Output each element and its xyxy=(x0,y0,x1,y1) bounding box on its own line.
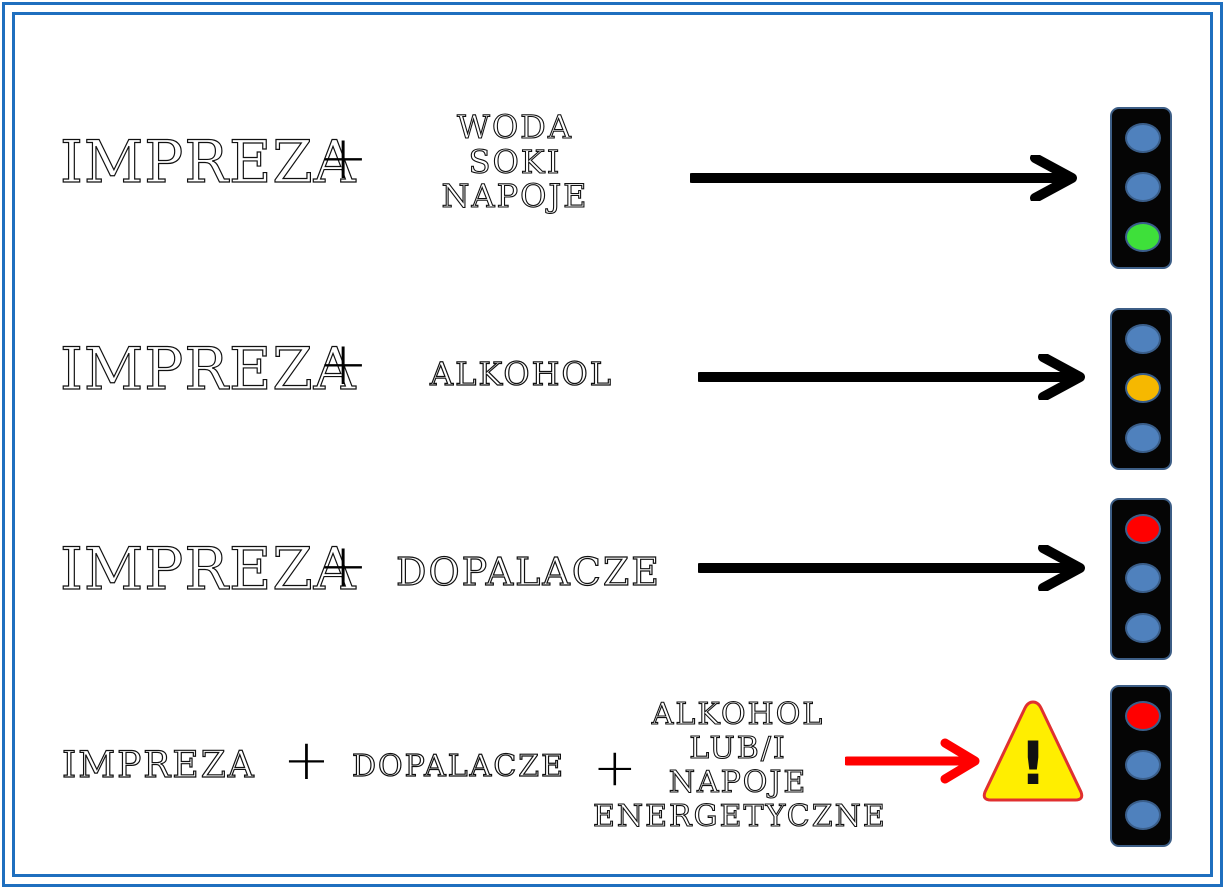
light-bulb-top xyxy=(1125,701,1161,731)
drink-item: ENERGETYCZNE xyxy=(592,798,887,834)
drink-item: ALKOHOL xyxy=(429,355,614,393)
plus-sign: + xyxy=(318,531,369,601)
light-bulb-top xyxy=(1125,123,1161,153)
light-bulb-bottom xyxy=(1125,222,1161,252)
light-bulb-top xyxy=(1125,324,1161,354)
drink-list: ALKOHOL LUB/I NAPOJE ENERGETYCZNE xyxy=(592,697,887,834)
traffic-light-icon xyxy=(1110,498,1172,660)
light-bulb-middle xyxy=(1125,750,1161,780)
drink-item: NAPOJE xyxy=(441,177,589,216)
light-bulb-middle xyxy=(1125,373,1161,403)
plus-sign: + xyxy=(318,329,369,399)
drink-item: NAPOJE xyxy=(668,764,808,800)
plus-sign: + xyxy=(593,738,637,798)
red-arrow-icon xyxy=(845,738,980,784)
arrow-icon xyxy=(698,545,1085,591)
traffic-light-icon xyxy=(1110,308,1172,470)
drink-item: DOPALACZE xyxy=(395,550,662,594)
drink-item: DOPALACZE xyxy=(351,749,566,784)
warning-icon: ! xyxy=(982,700,1084,802)
arrow-icon xyxy=(698,354,1085,400)
light-bulb-bottom xyxy=(1125,800,1161,830)
warning-symbol: ! xyxy=(1019,729,1046,799)
drink-list: WODA SOKI NAPOJE xyxy=(420,108,610,216)
party-label: IMPREZA xyxy=(59,335,357,403)
light-bulb-middle xyxy=(1125,172,1161,202)
light-bulb-bottom xyxy=(1125,423,1161,453)
drink-item: ALKOHOL xyxy=(651,697,825,732)
plus-sign: + xyxy=(318,123,369,193)
traffic-light-icon xyxy=(1110,107,1172,269)
party-label: IMPREZA xyxy=(59,128,357,196)
light-bulb-top xyxy=(1125,514,1161,544)
party-label: IMPREZA xyxy=(59,535,357,603)
light-bulb-middle xyxy=(1125,563,1161,593)
drink-item: WODA xyxy=(456,108,573,146)
traffic-light-icon xyxy=(1110,685,1172,847)
drink-item: LUB/I xyxy=(689,730,787,766)
drink-item: SOKI xyxy=(468,142,562,181)
plus-sign: + xyxy=(283,728,330,793)
inner-frame xyxy=(12,12,1213,877)
party-label: IMPREZA xyxy=(61,745,256,786)
arrow-icon xyxy=(690,155,1077,201)
light-bulb-bottom xyxy=(1125,613,1161,643)
